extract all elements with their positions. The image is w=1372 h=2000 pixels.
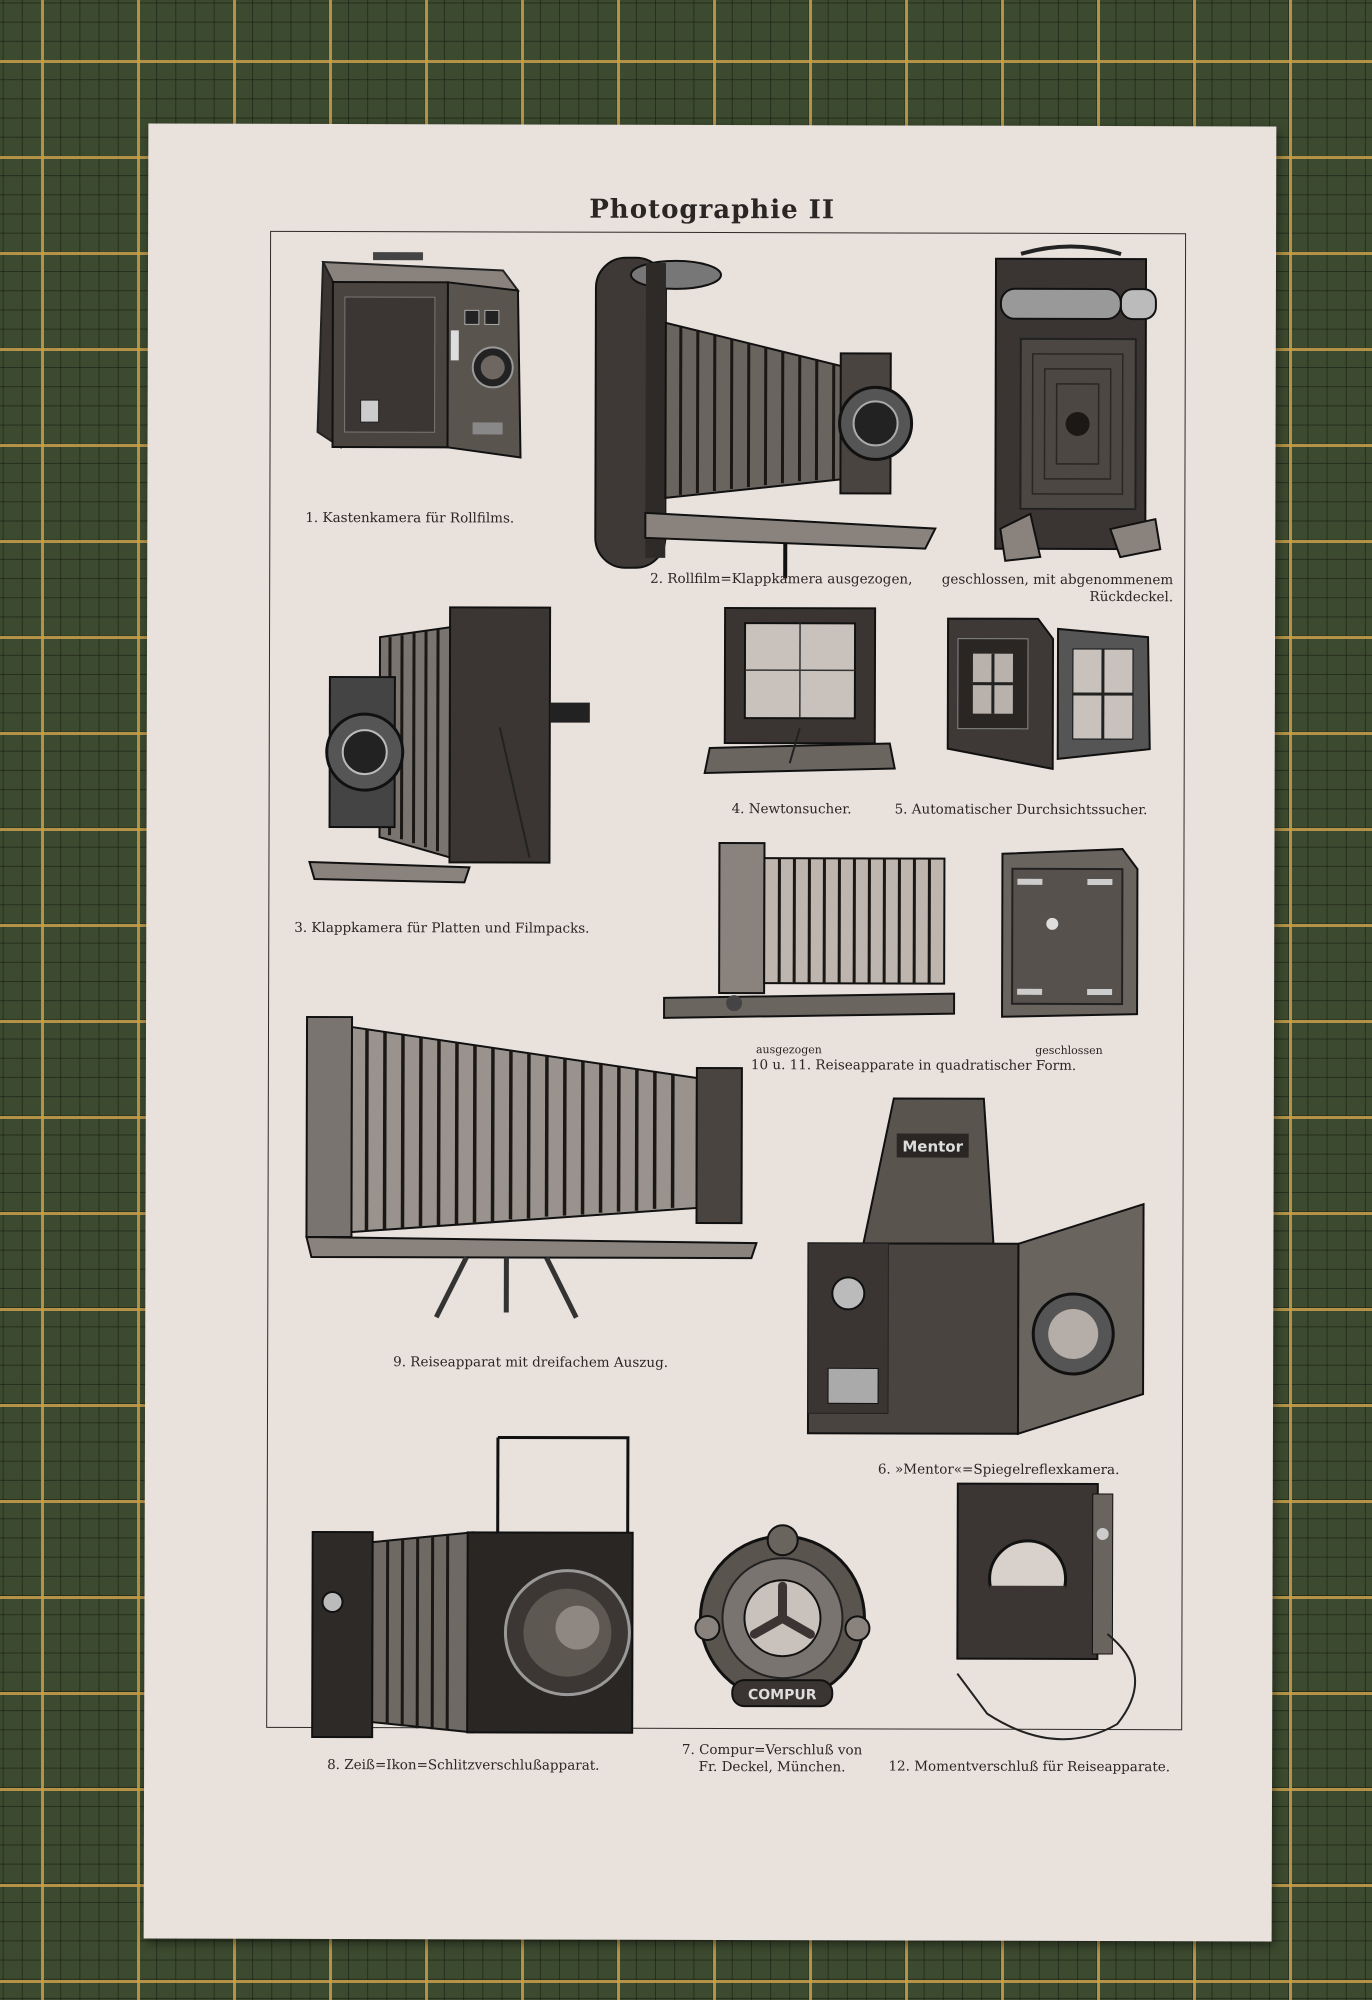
automatic-view-finder-illustration bbox=[938, 599, 1158, 780]
caption-9: 9. Reiseapparat mit dreifachem Auszug. bbox=[393, 1354, 669, 1371]
closed-folding-camera-illustration bbox=[970, 239, 1171, 570]
caption-11-small: geschlossen bbox=[1035, 1043, 1103, 1058]
caption-8: 8. Zeiß=Ikon=Schlitzverschlußapparat. bbox=[327, 1757, 600, 1774]
caption-7-line2: Fr. Deckel, München. bbox=[698, 1758, 846, 1776]
roll-film-folding-camera-illustration bbox=[585, 243, 946, 584]
compur-shutter-illustration: COMPUR bbox=[687, 1518, 878, 1713]
travel-camera-closed-illustration bbox=[987, 839, 1147, 1024]
compur-label: COMPUR bbox=[748, 1687, 817, 1703]
newton-finder-illustration bbox=[700, 598, 900, 779]
caption-12: 12. Momentverschluß für Reiseapparate. bbox=[888, 1758, 1171, 1776]
zeiss-ikon-camera-illustration bbox=[292, 1432, 653, 1743]
page-title: Photographie II bbox=[589, 194, 836, 226]
travel-camera-extended-illustration bbox=[659, 833, 960, 1034]
caption-1: 1. Kastenkamera für Rollfilms. bbox=[305, 509, 515, 527]
caption-7-line1: 7. Compur=Verschluß von bbox=[681, 1741, 863, 1759]
caption-4: 4. Newtonsucher. bbox=[731, 801, 852, 818]
caption-2: 2. Rollfilm=Klappkamera ausgezogen, bbox=[650, 570, 913, 588]
mentor-reflex-camera-illustration: Mentor bbox=[788, 1093, 1159, 1444]
caption-10-11: 10 u. 11. Reiseapparate in quadratischer… bbox=[750, 1057, 1077, 1074]
caption-5: 5. Automatischer Durchsichtssucher. bbox=[894, 801, 1148, 819]
caption-3: 3. Klappkamera für Platten und Filmpacks… bbox=[294, 919, 590, 937]
travel-camera-triple-extension-illustration bbox=[286, 1012, 767, 1323]
caption-2b-line1: geschlossen, mit abgenommenem bbox=[941, 571, 1174, 589]
plate-frame: 1. Kastenkamera für Rollfilms. bbox=[266, 230, 1187, 1775]
box-camera-illustration bbox=[292, 242, 543, 478]
folding-plate-camera-illustration bbox=[299, 597, 620, 898]
mentor-label: Mentor bbox=[902, 1138, 963, 1156]
print-sheet: Photographie II 1. Kastenkamera für Roll… bbox=[143, 123, 1277, 1942]
instant-shutter-illustration bbox=[927, 1474, 1168, 1750]
